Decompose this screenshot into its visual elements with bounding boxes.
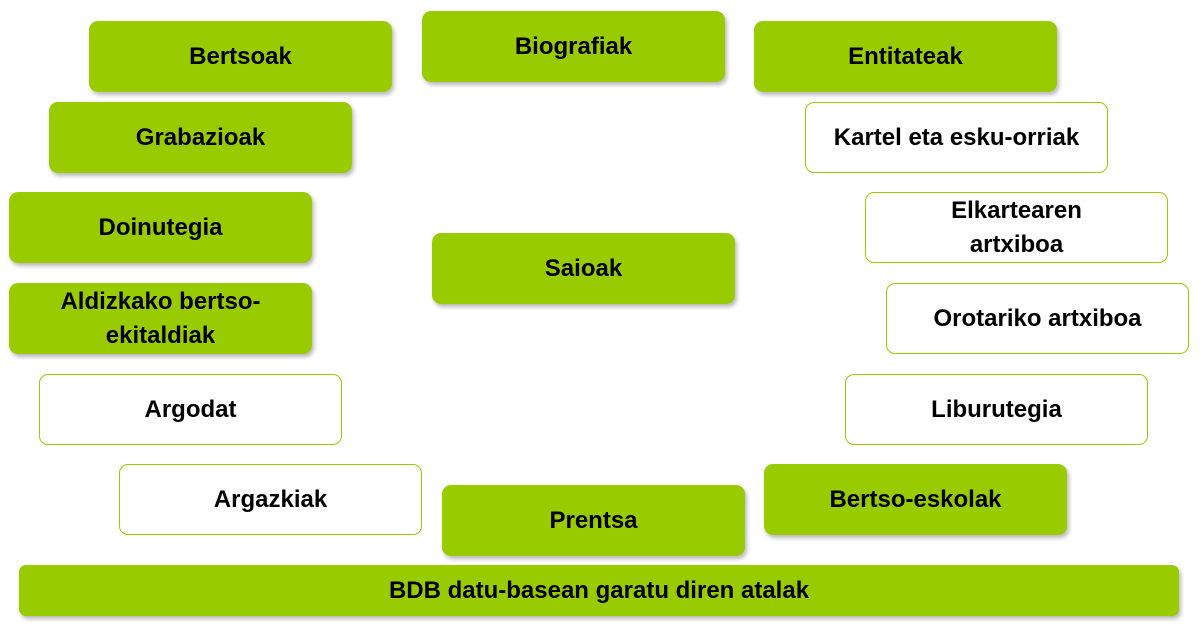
box-kartel-eta-esku-orriak: Kartel eta esku-orriak — [805, 102, 1108, 173]
box-label: Liburutegia — [931, 395, 1062, 423]
box-bertsoak: Bertsoak — [89, 21, 392, 92]
box-biografiak: Biografiak — [422, 11, 725, 82]
box-label: Argazkiak — [213, 485, 328, 513]
box-grabazioak: Grabazioak — [49, 102, 352, 173]
box-label: Kartel eta esku-orriak — [833, 123, 1080, 151]
box-prentsa: Prentsa — [442, 485, 745, 556]
box-label: Prentsa — [549, 506, 638, 534]
box-argazkiak: Argazkiak — [119, 464, 422, 535]
box-label: Orotariko artxiboa — [933, 304, 1142, 332]
box-bertso-eskolak: Bertso-eskolak — [764, 464, 1067, 535]
box-orotariko-artxiboa: Orotariko artxiboa — [886, 283, 1189, 354]
box-label: Entitateak — [848, 42, 963, 70]
footer-label: BDB datu-basean garatu diren atalak — [388, 576, 810, 604]
box-label: Grabazioak — [135, 123, 266, 151]
box-label: Saioak — [544, 254, 623, 282]
box-label: Biografiak — [514, 32, 633, 60]
box-liburutegia: Liburutegia — [845, 374, 1148, 445]
box-argodat: Argodat — [39, 374, 342, 445]
box-label: Elkartearen artxiboa — [951, 196, 1082, 258]
box-elkartearen-artxiboa: Elkartearen artxiboa — [865, 192, 1168, 263]
box-aldizkako-bertso-ekitaldiak: Aldizkako bertso-ekitaldiak — [9, 283, 312, 354]
box-label: Bertsoak — [189, 42, 292, 70]
footer-banner: BDB datu-basean garatu diren atalak — [19, 565, 1179, 616]
box-label: Argodat — [144, 395, 237, 423]
box-label: Aldizkako bertso-ekitaldiak — [60, 287, 261, 349]
box-entitateak: Entitateak — [754, 21, 1057, 92]
box-doinutegia: Doinutegia — [9, 192, 312, 263]
box-label: Doinutegia — [98, 213, 223, 241]
box-label: Bertso-eskolak — [829, 485, 1002, 513]
box-saioak: Saioak — [432, 233, 735, 304]
